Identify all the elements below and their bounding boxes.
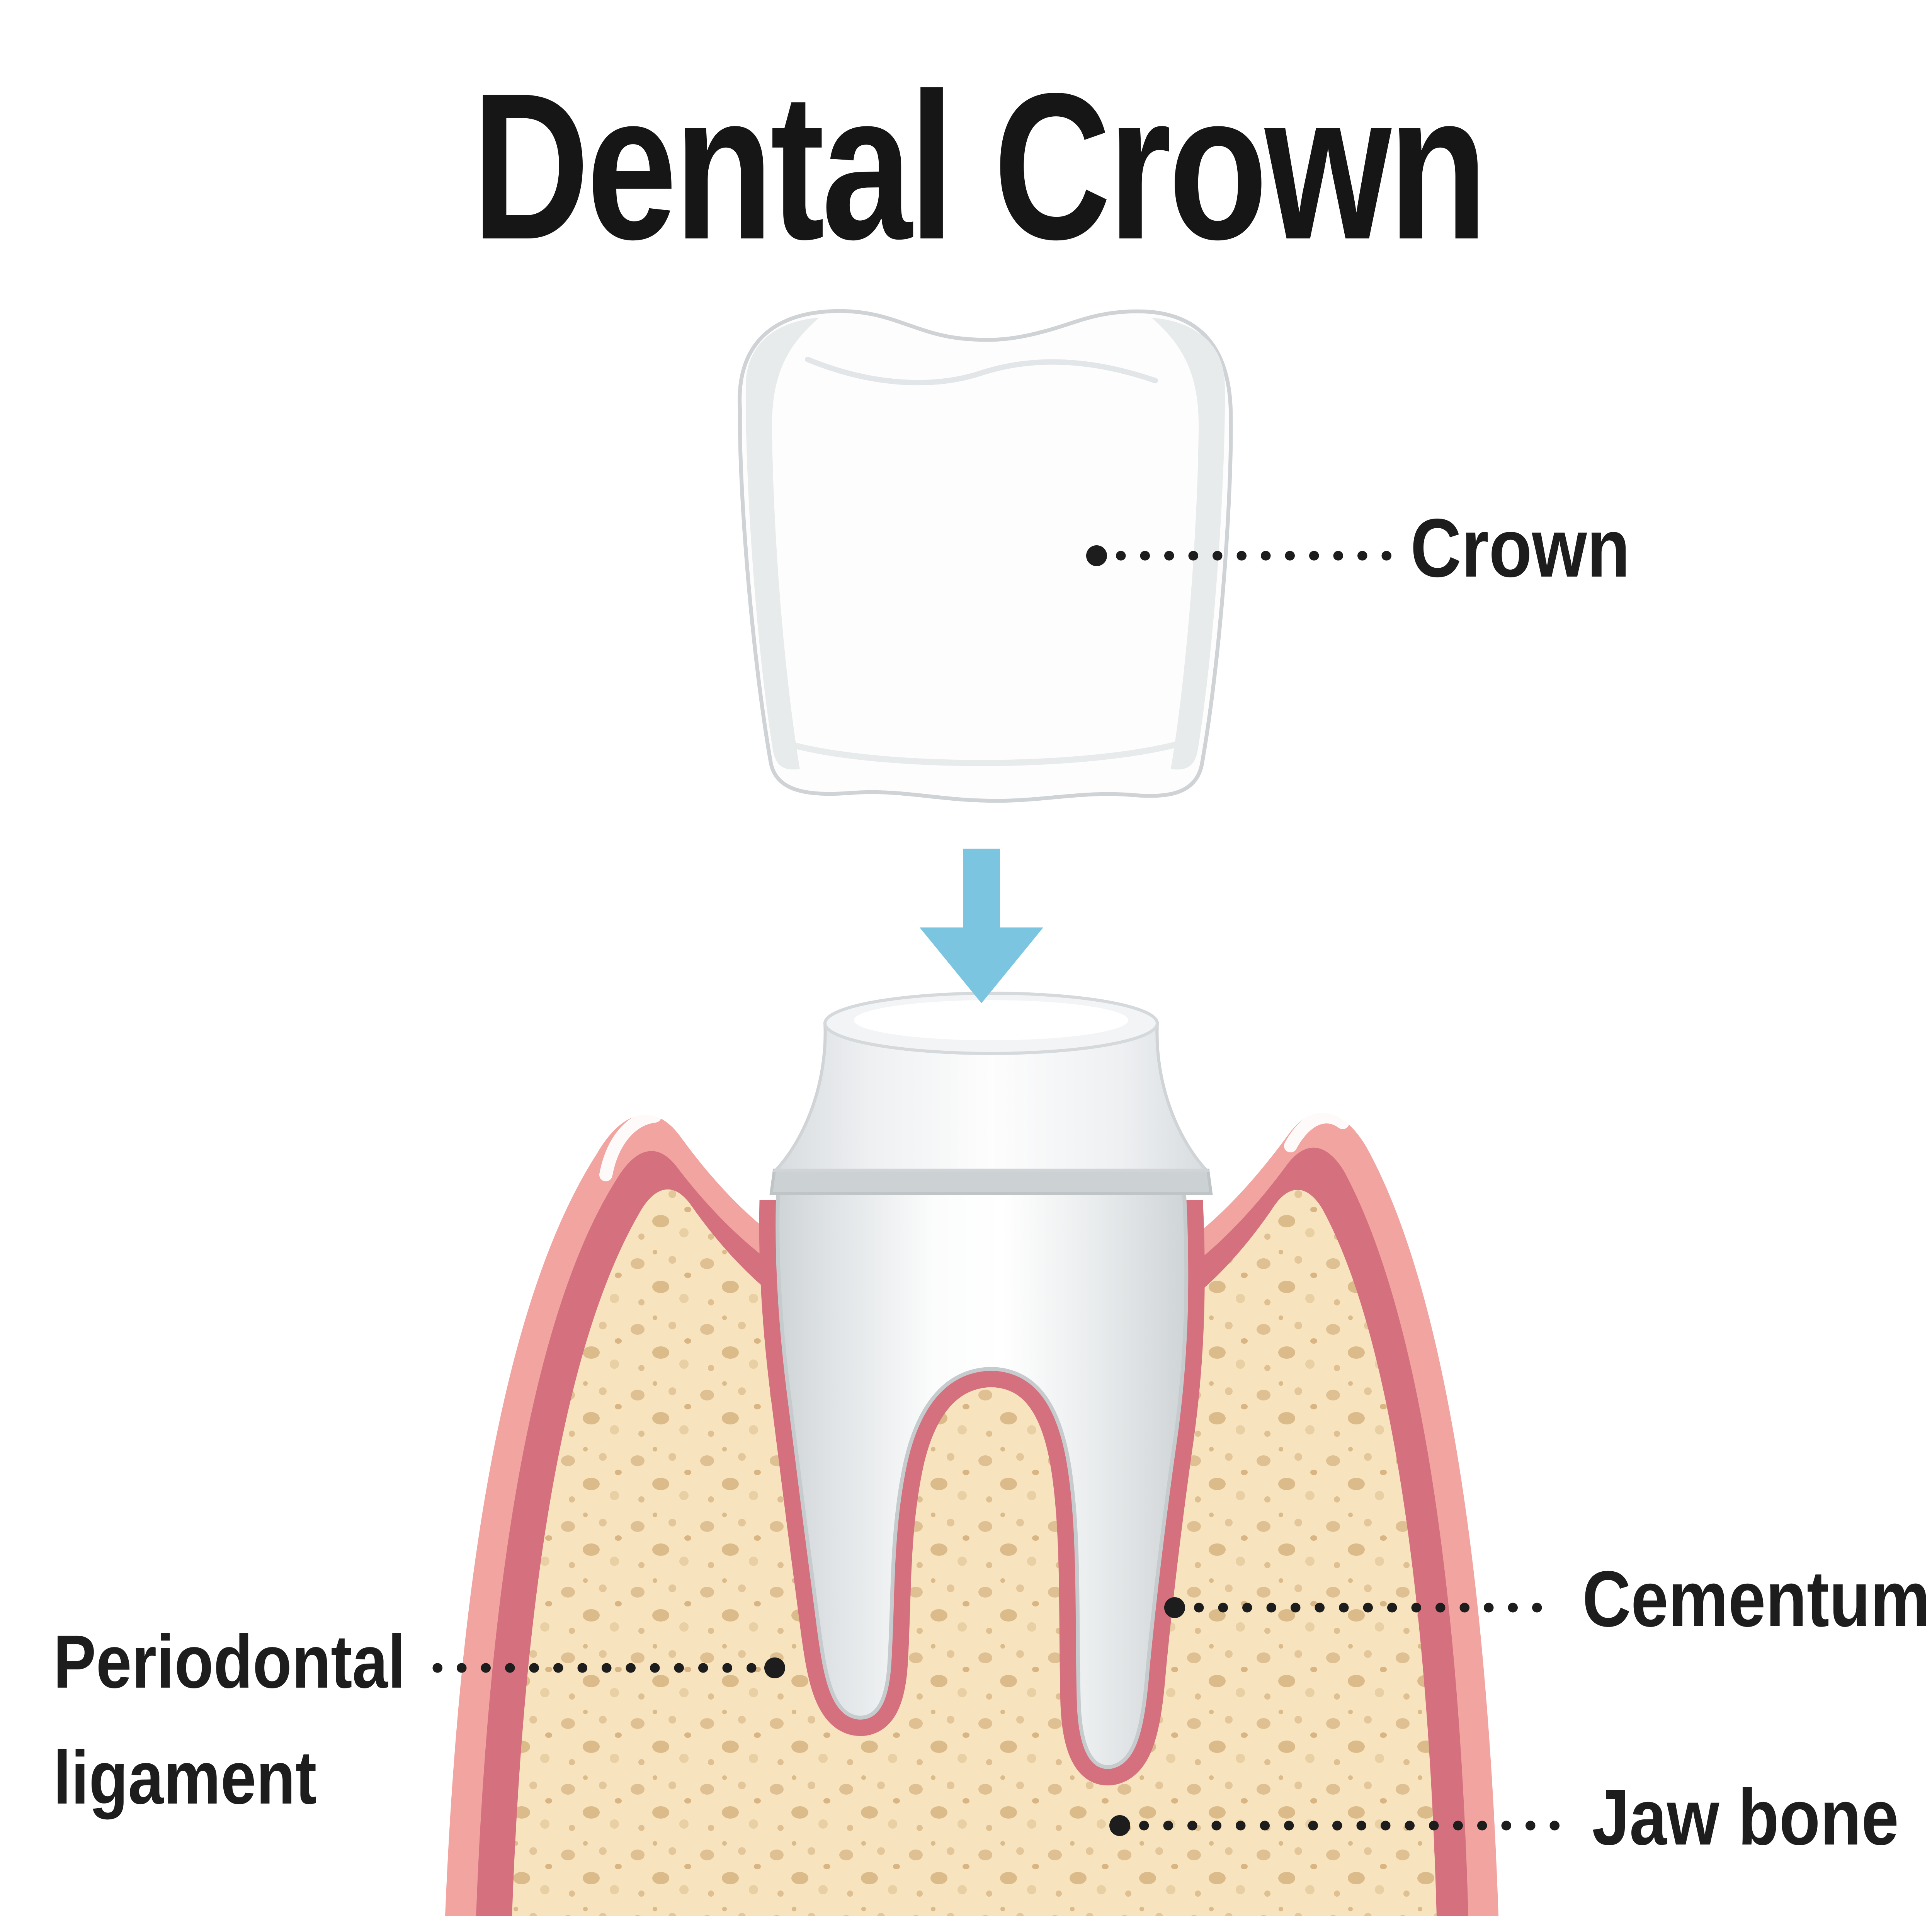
left-gum-highlight — [599, 1109, 662, 1181]
periodontal-leader-dot — [764, 1657, 785, 1678]
crown-label: Crown — [1410, 501, 1630, 594]
diagram-title: Dental Crown — [472, 50, 1488, 283]
tooth-root-body — [776, 1186, 1189, 1769]
leader-dots — [764, 545, 1185, 1836]
crown-cusp-line — [805, 357, 1158, 386]
periodontal-ligament-label-line2: ligament — [53, 1736, 317, 1820]
crown-shape — [738, 309, 1233, 803]
crown-leader-dot — [1086, 545, 1107, 566]
jaw-bone-region — [512, 1189, 1437, 1916]
jaw-bone-leader-dot — [1109, 1815, 1130, 1836]
crown-margin-band — [769, 1169, 1213, 1195]
leader-lines — [432, 551, 1575, 1831]
cementum-label: Cementum — [1582, 1555, 1930, 1643]
gum-cross-section — [445, 1109, 1498, 1916]
crown-left-shading — [745, 318, 819, 770]
down-arrow-icon — [920, 849, 1043, 1003]
periodontal-ligament-label-line1: Periodontal — [53, 1620, 406, 1704]
tooth-stub — [772, 1022, 1210, 1172]
crown-bottom-line — [793, 741, 1182, 766]
crown-right-shading — [1151, 318, 1225, 770]
stub-top-highlight — [854, 1000, 1128, 1040]
cementum-leader-dot — [1164, 1597, 1185, 1618]
right-gum-highlight — [1284, 1110, 1349, 1152]
jaw-bone-label: Jaw bone — [1592, 1773, 1899, 1862]
prepared-tooth — [759, 992, 1213, 1786]
periodontal-ligament-label: Periodontal ligament — [53, 1604, 406, 1836]
crown-illustration — [738, 309, 1233, 803]
